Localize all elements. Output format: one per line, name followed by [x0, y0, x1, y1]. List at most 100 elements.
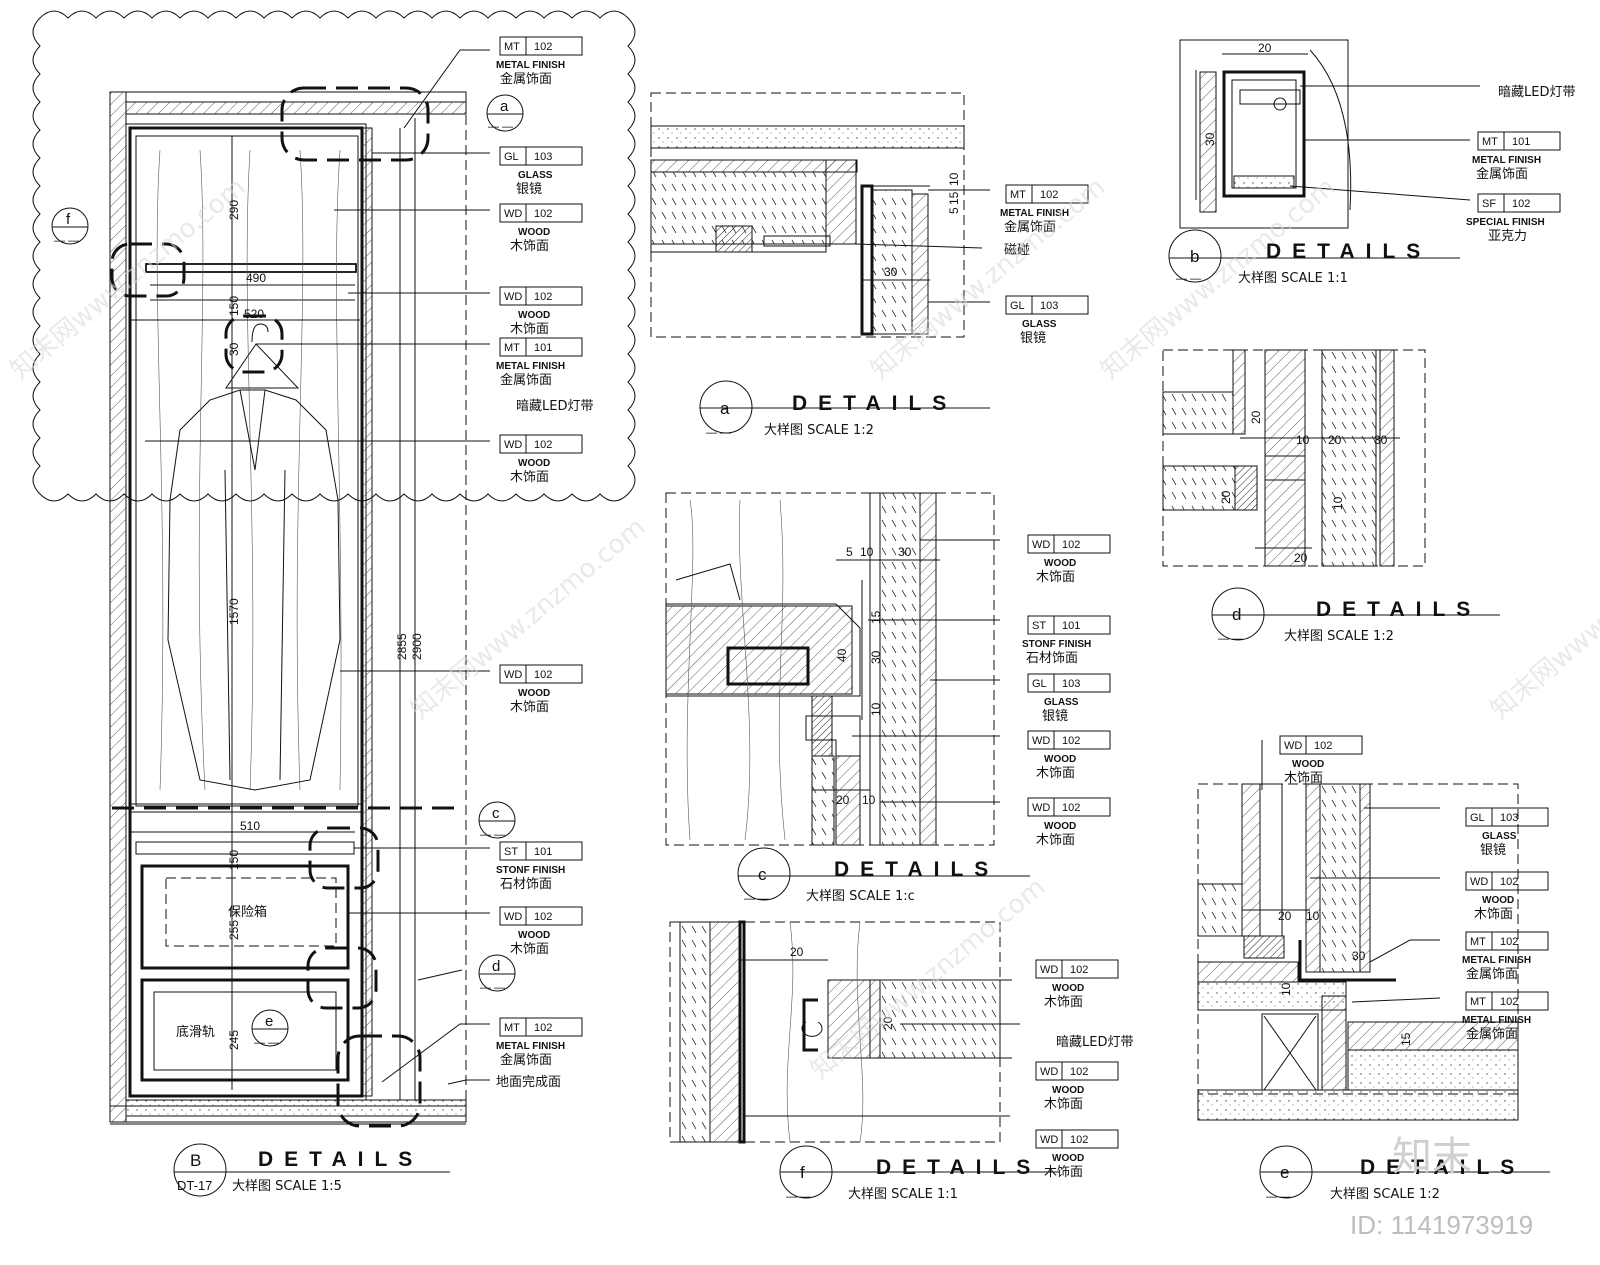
safe-label: 保险箱: [228, 904, 267, 920]
dim-c-1: 10: [860, 545, 874, 559]
tag-code: WD: [1032, 802, 1050, 814]
title-a-word: DETAILS: [792, 392, 957, 415]
dim-2900: 2900: [410, 633, 424, 660]
tag-en: METAL FINISH: [1462, 1015, 1531, 1026]
dim-f-0: 20: [790, 945, 804, 959]
tag-code: WD: [504, 208, 522, 220]
tag-cn: 亚克力: [1488, 229, 1527, 244]
tag-e-3: MT 102 METAL FINISH 金属饰面: [1462, 931, 1549, 982]
callout-dash: — —: [480, 829, 505, 841]
dim-c-7: 20: [836, 793, 850, 807]
dim-a-10: 10: [947, 172, 961, 186]
tag-e-0: WD 102 WOOD 木饰面: [1279, 735, 1363, 786]
title-c-word: DETAILS: [834, 858, 999, 881]
tag-c-0: WD 102 WOOD 木饰面: [1027, 534, 1111, 585]
tag-cn: 木饰面: [1474, 907, 1513, 922]
tag-cn: 银镜: [1020, 331, 1046, 346]
title-e-word: DETAILS: [1360, 1156, 1525, 1179]
tag-code: MT: [1010, 189, 1026, 201]
dim-290: 290: [227, 200, 241, 220]
title-b2-word: DETAILS: [1266, 240, 1431, 263]
tag-num: 102: [1062, 802, 1080, 814]
callout-dash: — —: [254, 1037, 279, 1049]
brand-watermark: 知末: [1392, 1134, 1472, 1180]
tag-en: WOOD: [1044, 754, 1076, 765]
tag-c-3: WD 102 WOOD 木饰面: [1027, 730, 1111, 781]
tag-num: 102: [1500, 876, 1518, 888]
detail-e: [1197, 740, 1519, 1121]
tag-code: WD: [504, 439, 522, 451]
tag-en: WOOD: [518, 227, 550, 238]
tag-b-9: MT 102 METAL FINISH 金属饰面: [496, 1017, 583, 1068]
callout-d: d: [492, 958, 500, 975]
dim-c-6: 10: [869, 702, 883, 716]
detail-f: [669, 920, 1020, 1144]
tag-code: MT: [504, 41, 520, 53]
dim-1570: 1570: [227, 598, 241, 625]
tag-b-6: WD 102 WOOD 木饰面: [499, 664, 583, 715]
tag-en: METAL FINISH: [496, 1041, 565, 1052]
tag-cn: 木饰面: [510, 942, 549, 957]
dim-e-1: 10: [1306, 909, 1320, 923]
title-b2-sub: 大样图 SCALE 1:1: [1238, 271, 1348, 286]
dim-e-0: 20: [1278, 909, 1292, 923]
tag-cn: 木饰面: [1036, 833, 1075, 848]
tag-code: WD: [1040, 964, 1058, 976]
callout-f: f: [66, 211, 71, 228]
tag-c-2: GL 103 GLASS 银镜: [1027, 673, 1111, 724]
tag-code: SF: [1482, 198, 1496, 210]
tag-en: GLASS: [1044, 697, 1079, 708]
tag-cn: 石材饰面: [1026, 651, 1078, 666]
tag-code: WD: [1040, 1134, 1058, 1146]
tag-en: WOOD: [1044, 821, 1076, 832]
tag-num: 103: [1062, 678, 1080, 690]
tag-b-3: WD 102 WOOD 木饰面: [499, 286, 583, 337]
dim-d-1: 20: [1219, 490, 1233, 504]
tag-en: WOOD: [1044, 558, 1076, 569]
watermark-text: 知末网www.znzmo.com: [1485, 512, 1600, 725]
tag-code: WD: [1032, 539, 1050, 551]
callout-dash: — —: [488, 121, 513, 133]
tag-num: 102: [534, 1022, 552, 1034]
dim-d-2: 10: [1296, 433, 1310, 447]
tag-en: METAL FINISH: [1462, 955, 1531, 966]
tag-en: WOOD: [1052, 1085, 1084, 1096]
dim-490: 490: [246, 271, 266, 285]
title-c-sub: 大样图 SCALE 1:c: [806, 889, 915, 904]
tag-num: 103: [534, 151, 552, 163]
image-id: ID: 1141973919: [1350, 1210, 1533, 1240]
note-b: 暗藏LED灯带: [1498, 85, 1575, 100]
dim-e-4: 15: [1399, 1032, 1413, 1046]
title-dash: — —: [1176, 273, 1201, 285]
tag-num: 102: [534, 208, 552, 220]
text-layer: MT 102 METAL FINISH 金属饰面 GL 103 GLASS 银镜…: [54, 36, 1575, 1203]
tag-cn: 金属饰面: [500, 1052, 552, 1068]
title-b-word: DETAILS: [258, 1148, 423, 1171]
tag-en: GLASS: [1022, 319, 1057, 330]
title-b2-letter: b: [1190, 247, 1199, 266]
rail-label: 底滑轨: [176, 1024, 215, 1040]
tag-b2-0: MT 101 METAL FINISH 金属饰面: [1472, 131, 1561, 182]
tag-num: 101: [534, 846, 552, 858]
tag-num: 102: [534, 439, 552, 451]
tag-num: 101: [1512, 136, 1530, 148]
title-symbols: [51, 94, 1550, 1199]
tag-num: 102: [1314, 740, 1332, 752]
tag-c-1: ST 101 STONF FINISH 石材饰面: [1022, 615, 1111, 666]
dim-e-3: 10: [1279, 982, 1293, 996]
title-b-sub: 大样图 SCALE 1:5: [232, 1179, 342, 1194]
tag-code: WD: [1284, 740, 1302, 752]
watermark-text: 知末网www.znzmo.com: [5, 172, 251, 385]
tag-en: GLASS: [518, 170, 553, 181]
tag-cn: 木饰面: [510, 239, 549, 254]
tag-cn: 木饰面: [1044, 1165, 1083, 1180]
dim-d-0: 20: [1249, 410, 1263, 424]
tag-en: WOOD: [1482, 895, 1514, 906]
tag-cn: 木饰面: [510, 470, 549, 485]
detail-b: [1179, 39, 1480, 229]
dim-30: 30: [227, 342, 241, 356]
tag-code: MT: [504, 342, 520, 354]
dim-b-20: 20: [1258, 41, 1272, 55]
